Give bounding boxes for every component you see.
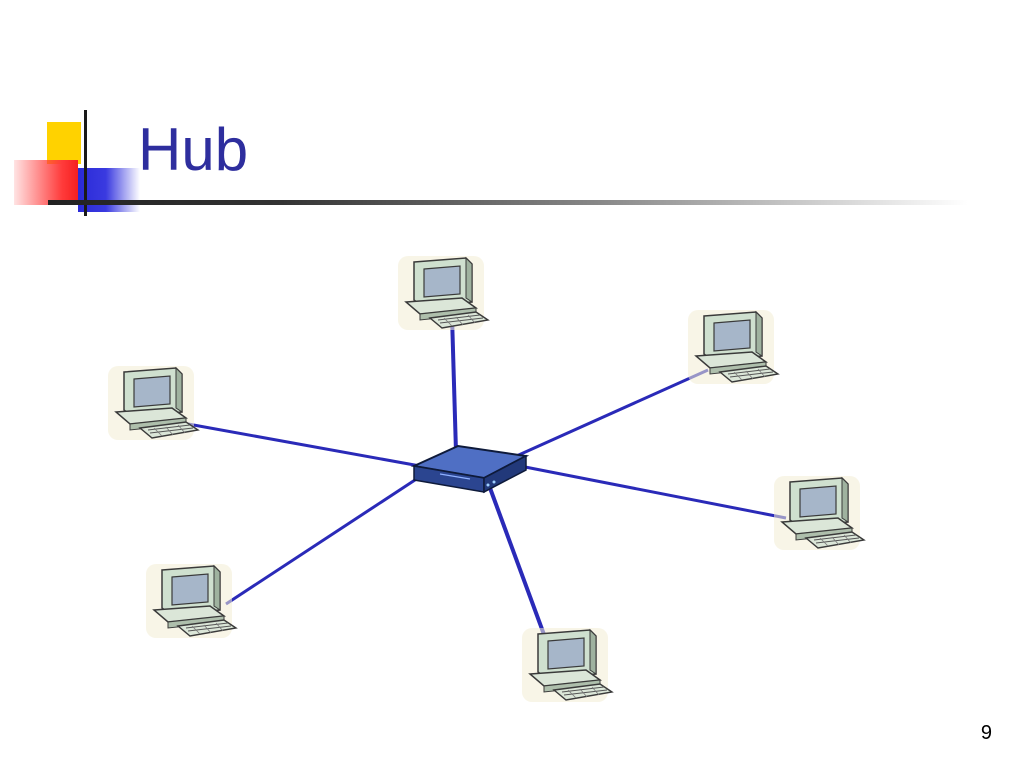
cable-upper-right [511, 368, 709, 460]
cable-lower-left [225, 476, 419, 606]
slide-title: Hub [138, 116, 249, 183]
title-decoration-red-bar [14, 160, 78, 205]
title-decoration-vertical-line [84, 110, 87, 216]
cable-bottom [488, 487, 548, 641]
page-number: 9 [980, 722, 992, 744]
desktop-computer-icon [773, 475, 865, 551]
cable-top [450, 315, 458, 453]
desktop-computer-icon [397, 255, 489, 331]
desktop-computer-icon [145, 563, 237, 639]
cables [187, 315, 787, 641]
title-underline [48, 200, 968, 205]
network-hub-icon [410, 444, 530, 494]
desktop-computer-icon [687, 309, 779, 385]
desktop-computer-icon [107, 365, 199, 441]
desktop-computer-icon [521, 627, 613, 703]
cable-left [187, 422, 421, 468]
title-decoration-yellow-square [47, 122, 81, 164]
cable-right [519, 464, 787, 520]
